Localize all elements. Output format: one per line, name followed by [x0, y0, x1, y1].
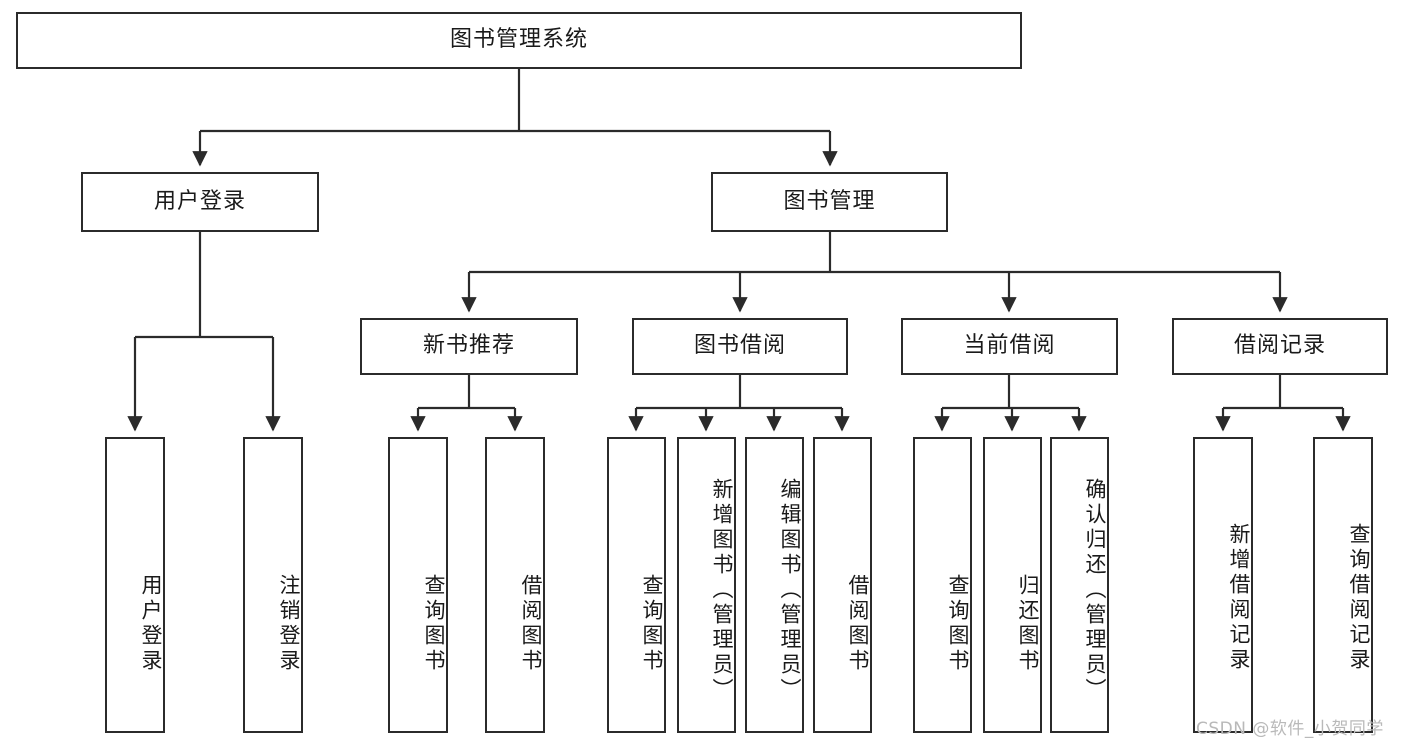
leaf-edit-book-admin[interactable]: 编辑图书（管理员）	[745, 437, 804, 733]
csdn-watermark: CSDN @软件_小贺同学	[1196, 719, 1384, 739]
leaf-query-book-current[interactable]: 查询图书	[913, 437, 972, 733]
node-book-management-label: 图书管理	[783, 188, 876, 214]
leaf-return-book[interactable]: 归还图书	[983, 437, 1042, 733]
node-new-book-recommend[interactable]: 新书推荐	[360, 318, 578, 375]
node-current-borrow-label: 当前借阅	[963, 333, 1056, 359]
leaf-add-book-admin[interactable]: 新增图书（管理员）	[677, 437, 736, 733]
leaf-borrow-book-new[interactable]: 借阅图书	[485, 437, 545, 733]
leaf-add-borrow-record[interactable]: 新增借阅记录	[1193, 437, 1253, 733]
leaf-logout[interactable]: 注销登录	[243, 437, 303, 733]
leaf-borrow-book[interactable]: 借阅图书	[813, 437, 872, 733]
node-current-borrow[interactable]: 当前借阅	[901, 318, 1118, 375]
node-book-borrow-label: 图书借阅	[693, 333, 786, 359]
leaf-query-book-new[interactable]: 查询图书	[388, 437, 448, 733]
node-root[interactable]: 图书管理系统	[16, 12, 1022, 69]
leaf-user-login[interactable]: 用户登录	[105, 437, 165, 733]
node-user-login[interactable]: 用户登录	[81, 172, 319, 232]
leaf-query-borrow-record[interactable]: 查询借阅记录	[1313, 437, 1373, 733]
node-book-borrow[interactable]: 图书借阅	[632, 318, 848, 375]
node-book-management[interactable]: 图书管理	[711, 172, 948, 232]
node-new-book-recommend-label: 新书推荐	[422, 333, 515, 359]
node-borrow-records[interactable]: 借阅记录	[1172, 318, 1388, 375]
node-root-label: 图书管理系统	[449, 27, 588, 53]
leaf-query-book-borrow[interactable]: 查询图书	[607, 437, 666, 733]
node-borrow-records-label: 借阅记录	[1233, 333, 1326, 359]
node-user-login-label: 用户登录	[153, 188, 246, 214]
leaf-confirm-return-admin[interactable]: 确认归还（管理员）	[1050, 437, 1109, 733]
